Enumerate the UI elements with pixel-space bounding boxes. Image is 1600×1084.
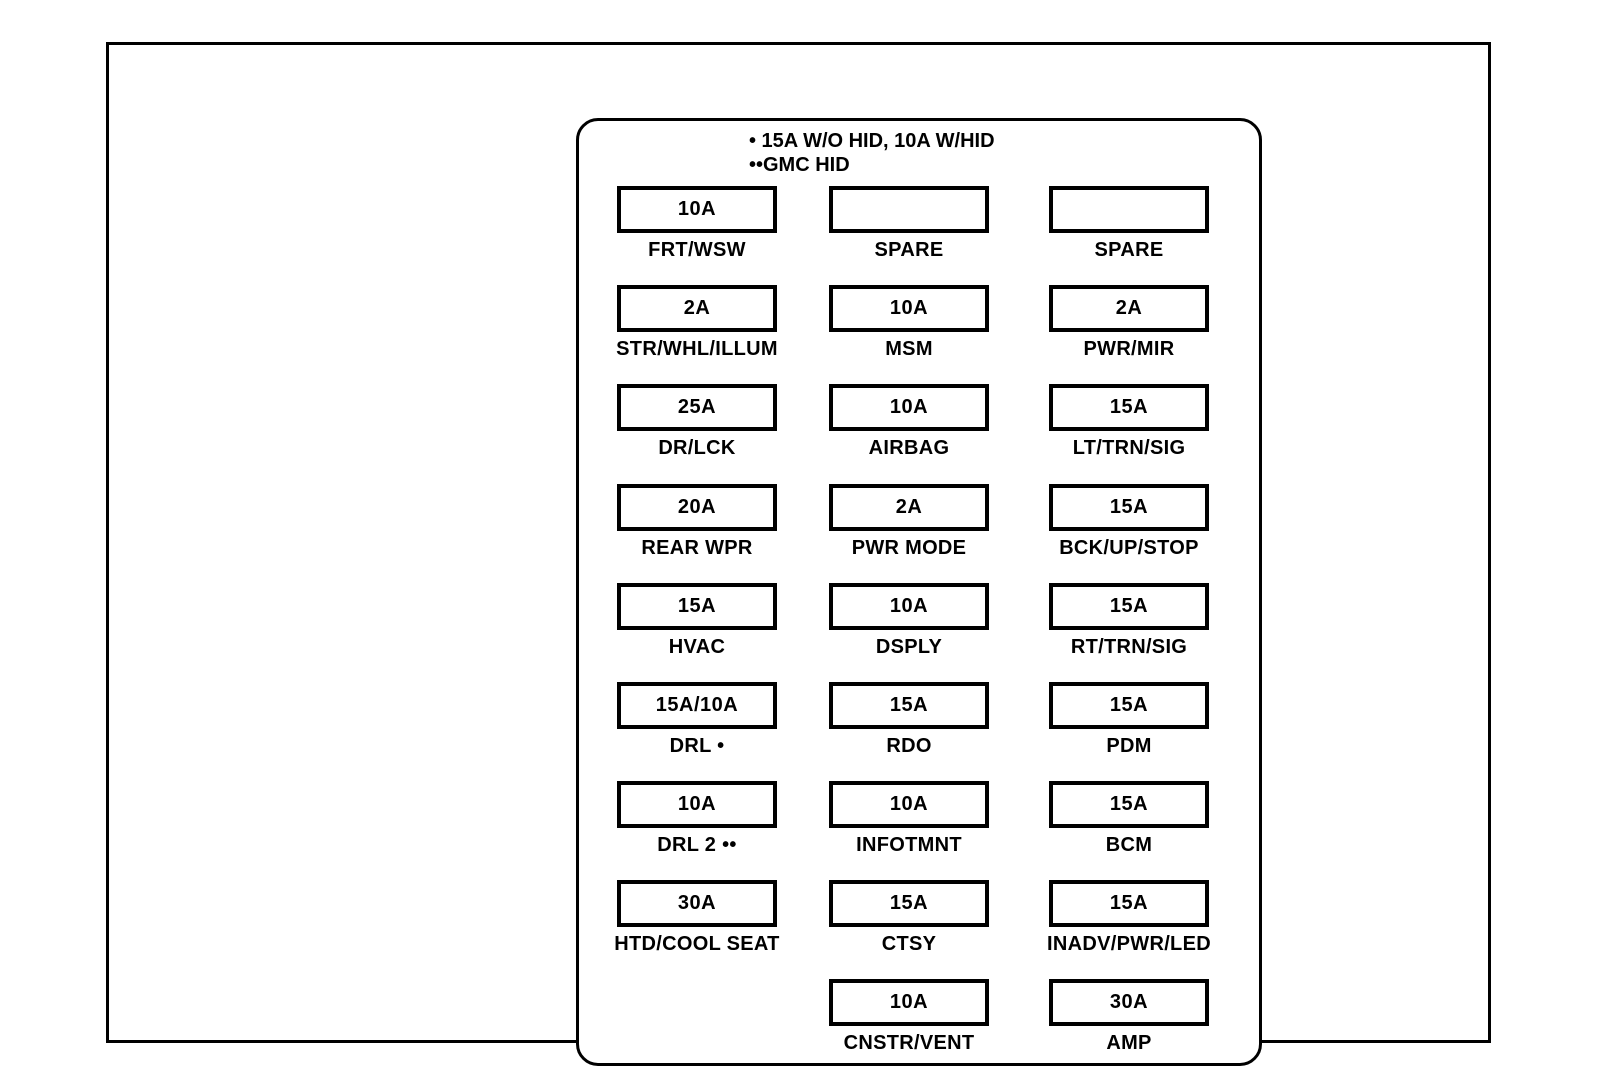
fuse-box: 15A/10A (617, 682, 777, 729)
fuse-box: 10A (829, 781, 989, 828)
fuse-amp-value: 15A (1109, 396, 1149, 418)
fuse-label: PWR MODE (851, 537, 967, 559)
fuse-amp-value: 20A (677, 496, 717, 518)
fuse-box: 15A (1049, 384, 1209, 431)
fuse-label: STR/WHL/ILLUM (616, 338, 778, 360)
fuse-amp-value: 15A (677, 595, 717, 617)
fuse-amp-value: 10A (677, 198, 717, 220)
fuse-label: HVAC (668, 636, 726, 658)
fuse-box: 2A (617, 285, 777, 332)
fuse-label: LT/TRN/SIG (1072, 437, 1186, 459)
fuse-amp-value: 15A (1109, 496, 1149, 518)
fuse-label: DSPLY (875, 636, 943, 658)
fuse-amp-value: 10A (889, 595, 929, 617)
fuse-label: AIRBAG (868, 437, 950, 459)
fuse-label: FRT/WSW (648, 239, 746, 261)
fuse-label: BCK/UP/STOP (1059, 537, 1199, 559)
fuse-label: MSM (885, 338, 933, 360)
fuse-box: 10A (829, 979, 989, 1026)
fuse-amp-value: 2A (1115, 297, 1143, 319)
fuse-amp-value: 15A (1109, 595, 1149, 617)
fuse-label: RDO (886, 735, 932, 757)
fuse-label: PWR/MIR (1083, 338, 1175, 360)
fuse-amp-value: 15A (1109, 793, 1149, 815)
fuse-label: SPARE (874, 239, 944, 261)
fuse-label: INFOTMNT (856, 834, 962, 856)
fuse-box: 10A (617, 186, 777, 233)
outer-frame: • 15A W/O HID, 10A W/HID ••GMC HID 10A FR… (106, 42, 1491, 1066)
fuse-box: 15A (1049, 781, 1209, 828)
fuse-amp-value (1053, 190, 1205, 229)
fuse-label: DRL 2 •• (657, 834, 737, 856)
fuse-amp-value: 30A (1109, 991, 1149, 1013)
fuse-panel: • 15A W/O HID, 10A W/HID ••GMC HID 10A FR… (576, 118, 1262, 1066)
fuse-amp-value: 15A (1109, 694, 1149, 716)
fuse-amp-value (833, 190, 985, 229)
fuse-amp-value: 15A (1109, 892, 1149, 914)
fuse-amp-value: 25A (677, 396, 717, 418)
fuse-label: AMP (1106, 1032, 1152, 1054)
fuse-label: CNSTR/VENT (843, 1032, 975, 1054)
fuse-box (829, 186, 989, 233)
fuse-amp-value: 10A (889, 297, 929, 319)
fuse-box: 25A (617, 384, 777, 431)
fuse-box: 10A (617, 781, 777, 828)
fuse-grid: 10A FRT/WSW SPARE SPARE 2A STR/WHL/ILLUM 10A MS… (579, 121, 1259, 1063)
fuse-box: 15A (1049, 484, 1209, 531)
fuse-box: 10A (829, 583, 989, 630)
fuse-box: 2A (1049, 285, 1209, 332)
fuse-box: 15A (1049, 583, 1209, 630)
fuse-box (1049, 186, 1209, 233)
fuse-label: SPARE (1094, 239, 1164, 261)
fuse-box: 10A (829, 285, 989, 332)
fuse-box: 2A (829, 484, 989, 531)
fuse-box: 20A (617, 484, 777, 531)
fuse-amp-value: 10A (889, 793, 929, 815)
fuse-box: 15A (829, 682, 989, 729)
fuse-box: 30A (1049, 979, 1209, 1026)
fuse-amp-value: 2A (895, 496, 923, 518)
fuse-box: 15A (829, 880, 989, 927)
fuse-amp-value: 15A/10A (655, 694, 739, 716)
fuse-box: 10A (829, 384, 989, 431)
legend: • 15A W/O HID, 10A W/HID ••GMC HID (749, 129, 995, 177)
fuse-box: 15A (617, 583, 777, 630)
fuse-label: DRL • (669, 735, 725, 757)
legend-line-gmc-hid: ••GMC HID (749, 154, 850, 176)
fuse-box: 15A (1049, 682, 1209, 729)
fuse-label: RT/TRN/SIG (1070, 636, 1188, 658)
fuse-amp-value: 2A (683, 297, 711, 319)
legend-line-hid: • 15A W/O HID, 10A W/HID (749, 130, 995, 152)
fuse-label: INADV/PWR/LED (1047, 933, 1211, 955)
fuse-box: 15A (1049, 880, 1209, 927)
fuse-amp-value: 30A (677, 892, 717, 914)
fuse-amp-value: 10A (677, 793, 717, 815)
fuse-amp-value: 10A (889, 991, 929, 1013)
fuse-label: BCM (1105, 834, 1153, 856)
fuse-label: HTD/COOL SEAT (614, 933, 780, 955)
fuse-amp-value: 15A (889, 892, 929, 914)
fuse-label: REAR WPR (641, 537, 753, 559)
fuse-label: PDM (1106, 735, 1152, 757)
fuse-amp-value: 10A (889, 396, 929, 418)
fuse-label: CTSY (881, 933, 937, 955)
fuse-label: DR/LCK (658, 437, 736, 459)
fuse-amp-value: 15A (889, 694, 929, 716)
fuse-box: 30A (617, 880, 777, 927)
